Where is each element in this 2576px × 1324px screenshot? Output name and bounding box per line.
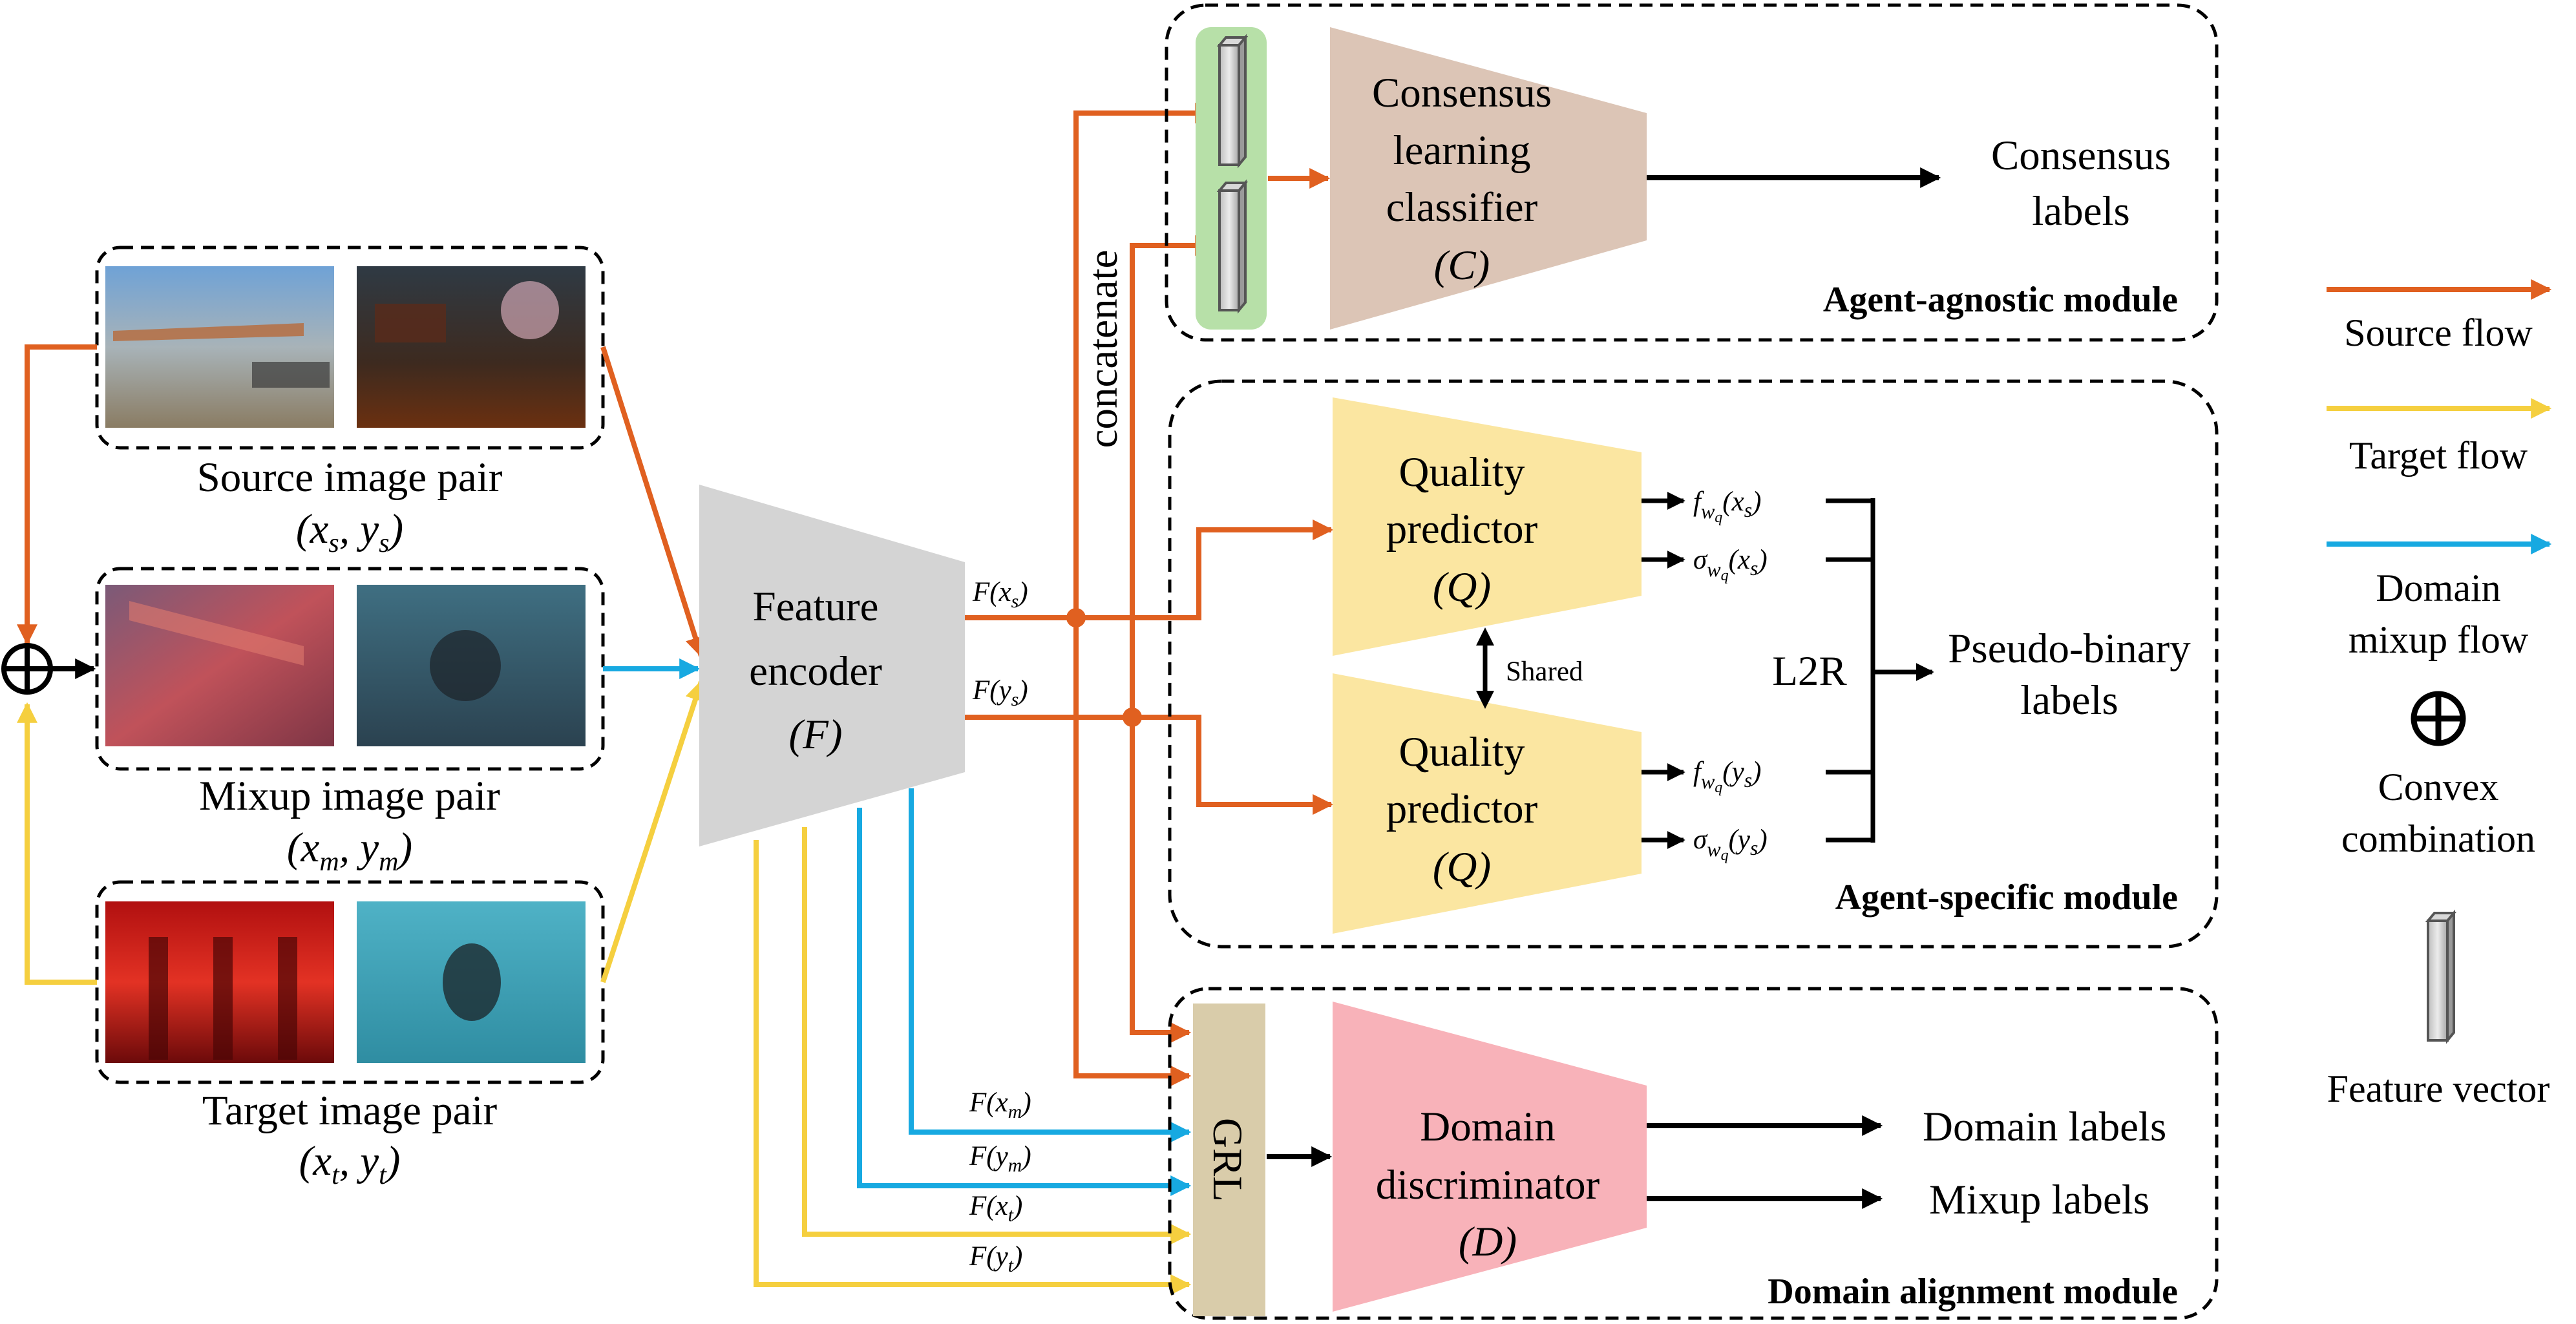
source-pair-math: (xs, ys) xyxy=(296,506,403,558)
junction-dot-xs xyxy=(1066,608,1086,627)
mixup-labels: Mixup labels xyxy=(1929,1177,2149,1223)
l2r-bracket xyxy=(1826,498,1934,843)
convex-combination-icon xyxy=(2411,691,2466,746)
encoder-line3: (F) xyxy=(789,711,843,758)
domain-labels: Domain labels xyxy=(1923,1104,2166,1150)
legend-mixup-line1: Domain xyxy=(2376,567,2500,609)
junction-dot-ys xyxy=(1123,708,1142,727)
feature-vector-icon xyxy=(2425,909,2457,1044)
disc-line3: (D) xyxy=(1459,1219,1517,1265)
legend-mixup-line2: mixup flow xyxy=(2349,618,2529,661)
legend-convex-line1: Convex xyxy=(2378,766,2499,808)
domain-alignment-module: GRL Domain discriminator (D) Domain labe… xyxy=(1168,987,2219,1320)
legend: Source flow Target flow Domain mixup flo… xyxy=(2327,279,2552,1110)
feature-encoder: Feature encoder (F) xyxy=(699,485,965,846)
source-image-pair: Source image pair (xs, ys) xyxy=(95,246,605,558)
encoder-line1: Feature xyxy=(753,583,879,630)
feature-label-fxm: F(xm) xyxy=(969,1088,1031,1122)
consensus-line3: classifier xyxy=(1386,184,1538,231)
feature-vector-icon xyxy=(1216,34,1249,169)
feature-label-fxt: F(xt) xyxy=(969,1191,1022,1226)
consensus-output-line1: Consensus xyxy=(1991,132,2171,179)
target-pair-title: Target image pair xyxy=(202,1088,498,1134)
concatenation-block xyxy=(1196,27,1267,330)
agent-agnostic-module-title: Agent-agnostic module xyxy=(1823,280,2178,320)
mixup-pair-math: (xm, ym) xyxy=(287,825,412,877)
quality2-line3: (Q) xyxy=(1433,844,1491,890)
target-pair-math: (xt, yt) xyxy=(299,1138,401,1190)
legend-source-flow: Source flow xyxy=(2344,311,2533,354)
quality1-line3: (Q) xyxy=(1433,564,1491,611)
legend-feature-vector: Feature vector xyxy=(2327,1067,2550,1110)
out-f-x: fwq(xs) xyxy=(1693,487,1761,526)
consensus-classifier-block xyxy=(1330,27,1647,330)
quality2-line1: Quality xyxy=(1399,729,1525,775)
source-to-encoder-arrow xyxy=(600,346,706,658)
consensus-line1: Consensus xyxy=(1372,70,1552,116)
quality2-line2: predictor xyxy=(1386,786,1538,832)
agent-specific-module-title: Agent-specific module xyxy=(1835,877,2178,918)
concatenate-label: concatenate xyxy=(1080,250,1126,448)
pseudo-line2: labels xyxy=(2020,677,2118,724)
mixup-feature-flows xyxy=(857,788,1192,1196)
feature-label-fym: F(ym) xyxy=(969,1141,1031,1176)
convex-combination-flow xyxy=(1,344,97,985)
target-to-encoder-arrow xyxy=(600,679,706,983)
quality1-line1: Quality xyxy=(1399,449,1525,496)
shared-label: Shared xyxy=(1506,657,1583,687)
grl-label: GRL xyxy=(1204,1118,1251,1202)
feature-label-fyt: F(yt) xyxy=(969,1241,1022,1276)
quality-predictor-block-2 xyxy=(1333,673,1642,934)
pseudo-line1: Pseudo-binary xyxy=(1948,625,2191,672)
quality1-line2: predictor xyxy=(1386,506,1538,552)
target-feature-flows xyxy=(754,827,1192,1295)
consensus-output-line2: labels xyxy=(2032,188,2130,235)
agent-specific-module: Quality predictor (Q) Quality predictor … xyxy=(1168,379,2219,949)
mixup-pair-title: Mixup image pair xyxy=(199,773,500,819)
feature-vector-icon xyxy=(1216,179,1249,314)
grl-block xyxy=(1193,1004,1265,1316)
target-image-pair: Target image pair (xt, yt) xyxy=(95,880,605,1190)
out-sigma-y: σwq(ys) xyxy=(1693,825,1768,864)
agent-agnostic-module: Consensus learning classifier (C) Consen… xyxy=(1165,3,2219,342)
source-image-1 xyxy=(105,266,334,428)
disc-line1: Domain xyxy=(1420,1104,1555,1150)
consensus-line4: (C) xyxy=(1434,242,1490,289)
feature-label-fys: F(ys) xyxy=(972,675,1028,710)
convex-combination-icon xyxy=(1,643,53,695)
legend-target-flow: Target flow xyxy=(2349,434,2528,477)
domain-discriminator-block xyxy=(1333,1002,1647,1312)
mixup-image-pair: Mixup image pair (xm, ym) xyxy=(95,567,605,877)
out-f-y: fwq(ys) xyxy=(1693,757,1761,796)
feature-label-fxs: F(xs) xyxy=(972,577,1028,612)
legend-convex-line2: combination xyxy=(2341,817,2535,860)
l2r-label: L2R xyxy=(1772,648,1847,695)
encoder-line2: encoder xyxy=(749,648,882,695)
quality-predictor-block-1 xyxy=(1333,397,1642,656)
disc-line2: discriminator xyxy=(1376,1162,1600,1208)
domain-alignment-module-title: Domain alignment module xyxy=(1768,1272,2178,1312)
consensus-line2: learning xyxy=(1393,127,1531,174)
out-sigma-x: σwq(xs) xyxy=(1693,545,1768,584)
source-pair-title: Source image pair xyxy=(197,454,503,501)
